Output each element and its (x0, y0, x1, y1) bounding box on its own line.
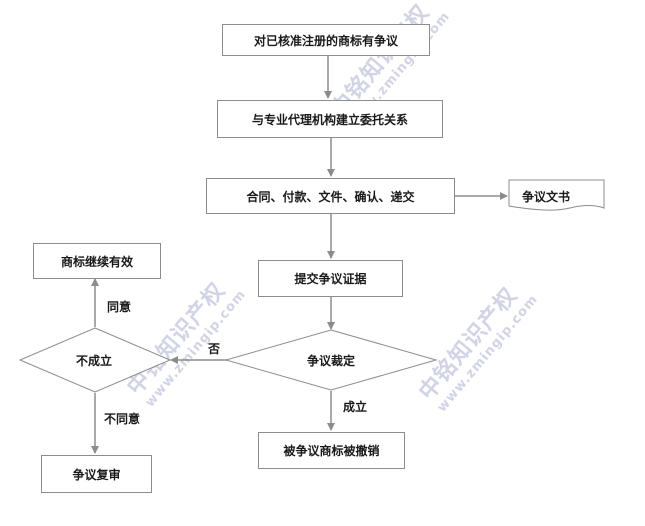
not-established-diamond (18, 327, 172, 393)
node-dispute: 对已核准注册的商标有争议 (222, 24, 430, 56)
edge-label-no: 否 (208, 342, 221, 356)
node-revoked: 被争议商标被撤销 (258, 432, 405, 469)
node-not-established-label: 不成立 (76, 354, 113, 368)
node-evidence: 提交争议证据 (258, 260, 403, 297)
doc-shape (508, 179, 605, 211)
node-review: 争议复审 (41, 455, 152, 493)
node-valid: 商标继续有效 (33, 243, 161, 279)
edge-label-established: 成立 (343, 400, 368, 414)
node-doc-label: 争议文书 (522, 190, 571, 204)
edge-label-disagree: 不同意 (104, 412, 141, 426)
node-ruling-label: 争议裁定 (307, 354, 356, 368)
node-agency: 与专业代理机构建立委托关系 (217, 100, 443, 138)
ruling-diamond (224, 329, 438, 391)
edge-label-agree: 同意 (107, 300, 132, 314)
node-submit: 合同、付款、文件、确认、递交 (206, 178, 455, 214)
